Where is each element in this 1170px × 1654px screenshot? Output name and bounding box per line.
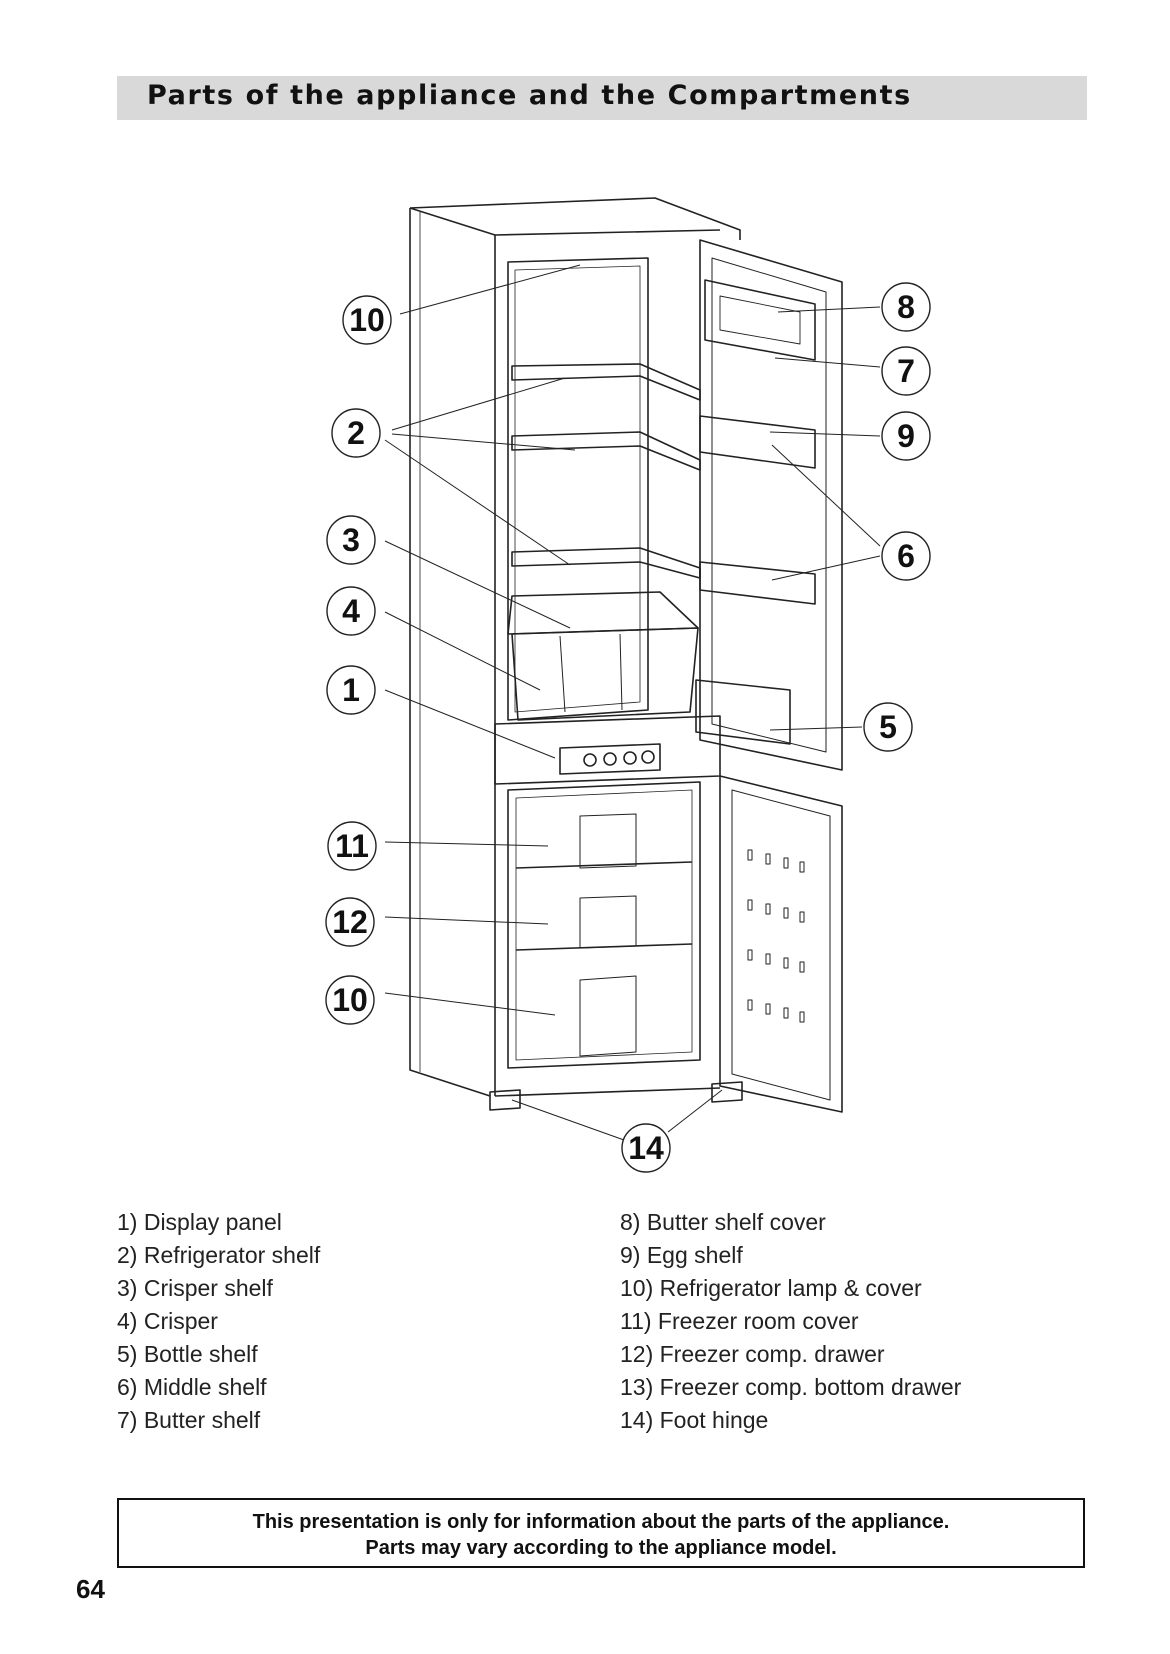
callout-4: 4 [326,586,376,636]
legend-item: 12) Freezer comp. drawer [620,1341,885,1367]
svg-text:3: 3 [342,522,360,558]
page-title: Parts of the appliance and the Compartme… [147,80,912,111]
callout-10-top: 10 [342,295,392,345]
legend-item: 5) Bottle shelf [117,1341,258,1367]
callout-7: 7 [881,346,931,396]
appliance-diagram: 10 2 3 4 1 11 12 10 [325,197,931,1173]
svg-text:7: 7 [897,353,915,389]
svg-text:10: 10 [349,302,385,338]
legend-item: 14) Foot hinge [620,1407,769,1433]
callout-10-bottom: 10 [325,975,375,1025]
parts-legend-right: 8) Butter shelf cover 9) Egg shelf 10) R… [620,1206,961,1437]
callout-5: 5 [863,702,913,752]
legend-item: 8) Butter shelf cover [620,1209,826,1235]
legend-item: 9) Egg shelf [620,1242,743,1268]
legend-item: 11) Freezer room cover [620,1308,859,1334]
callout-14: 14 [621,1123,671,1173]
svg-text:2: 2 [347,415,365,451]
callout-circles: 10 2 3 4 1 11 12 10 [325,282,931,1173]
legend-item: 6) Middle shelf [117,1374,267,1400]
svg-text:6: 6 [897,538,915,574]
svg-text:11: 11 [335,828,369,864]
callout-2: 2 [331,408,381,458]
section-header: Parts of the appliance and the Compartme… [117,76,1087,120]
svg-text:9: 9 [897,418,915,454]
callout-leaders [384,264,881,1141]
svg-text:12: 12 [332,904,368,940]
callout-11: 11 [327,821,377,871]
callout-12: 12 [325,897,375,947]
disclaimer-notice: This presentation is only for informatio… [117,1498,1085,1568]
legend-item: 2) Refrigerator shelf [117,1242,321,1268]
parts-legend-left: 1) Display panel 2) Refrigerator shelf 3… [117,1206,320,1437]
legend-item: 1) Display panel [117,1209,282,1235]
svg-text:1: 1 [342,672,360,708]
fridge-illustration [409,197,843,1113]
callout-8: 8 [881,282,931,332]
legend-item: 7) Butter shelf [117,1407,261,1433]
callout-3: 3 [326,515,376,565]
svg-text:4: 4 [342,593,360,629]
notice-line: Parts may vary according to the applianc… [365,1537,837,1559]
legend-item: 13) Freezer comp. bottom drawer [620,1374,962,1400]
legend-item: 10) Refrigerator lamp & cover [620,1275,922,1301]
svg-text:8: 8 [897,289,915,325]
notice-line: This presentation is only for informatio… [252,1511,950,1533]
callout-1: 1 [326,665,376,715]
callout-9: 9 [881,411,931,461]
page-number: 64 [76,1574,105,1604]
callout-6: 6 [881,531,931,581]
legend-item: 3) Crisper shelf [117,1275,273,1301]
svg-text:10: 10 [332,982,368,1018]
svg-text:14: 14 [628,1130,664,1166]
svg-text:5: 5 [879,709,897,745]
legend-item: 4) Crisper [117,1308,218,1334]
